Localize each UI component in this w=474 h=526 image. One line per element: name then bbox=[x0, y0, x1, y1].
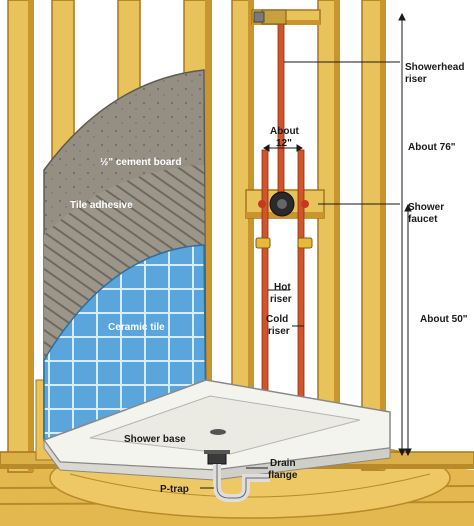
label-cold-riser-1: Cold bbox=[266, 314, 288, 325]
label-ceramic-tile: Ceramic tile bbox=[108, 322, 165, 333]
label-shower-faucet-2: faucet bbox=[408, 214, 438, 225]
plumbing-pipes bbox=[253, 9, 313, 451]
label-showerhead-riser-2: riser bbox=[405, 74, 427, 85]
label-about-76: About 76" bbox=[408, 142, 456, 153]
ceramic-tile bbox=[43, 244, 207, 441]
drain-assembly bbox=[204, 450, 270, 502]
label-showerhead-riser-1: Showerhead bbox=[405, 62, 464, 73]
label-about-12-2: 12" bbox=[276, 138, 292, 149]
label-cement-board: ½" cement board bbox=[100, 157, 181, 168]
label-drain-flange-2: flange bbox=[268, 470, 298, 481]
label-shower-base: Shower base bbox=[124, 434, 186, 445]
label-tile-adhesive: Tile adhesive bbox=[70, 200, 133, 211]
measurement-lines bbox=[200, 12, 412, 489]
label-hot-riser-2: riser bbox=[270, 294, 292, 305]
label-p-trap: P-trap bbox=[160, 484, 189, 495]
callout-labels: ½" cement board Tile adhesive Ceramic ti… bbox=[70, 62, 468, 495]
label-shower-faucet-1: Shower bbox=[408, 202, 444, 213]
label-about-50: About 50" bbox=[420, 314, 468, 325]
label-cold-riser-2: riser bbox=[268, 326, 290, 337]
label-hot-riser-1: Hot bbox=[274, 282, 291, 293]
label-about-12-1: About bbox=[270, 126, 300, 137]
label-drain-flange-1: Drain bbox=[270, 458, 296, 469]
